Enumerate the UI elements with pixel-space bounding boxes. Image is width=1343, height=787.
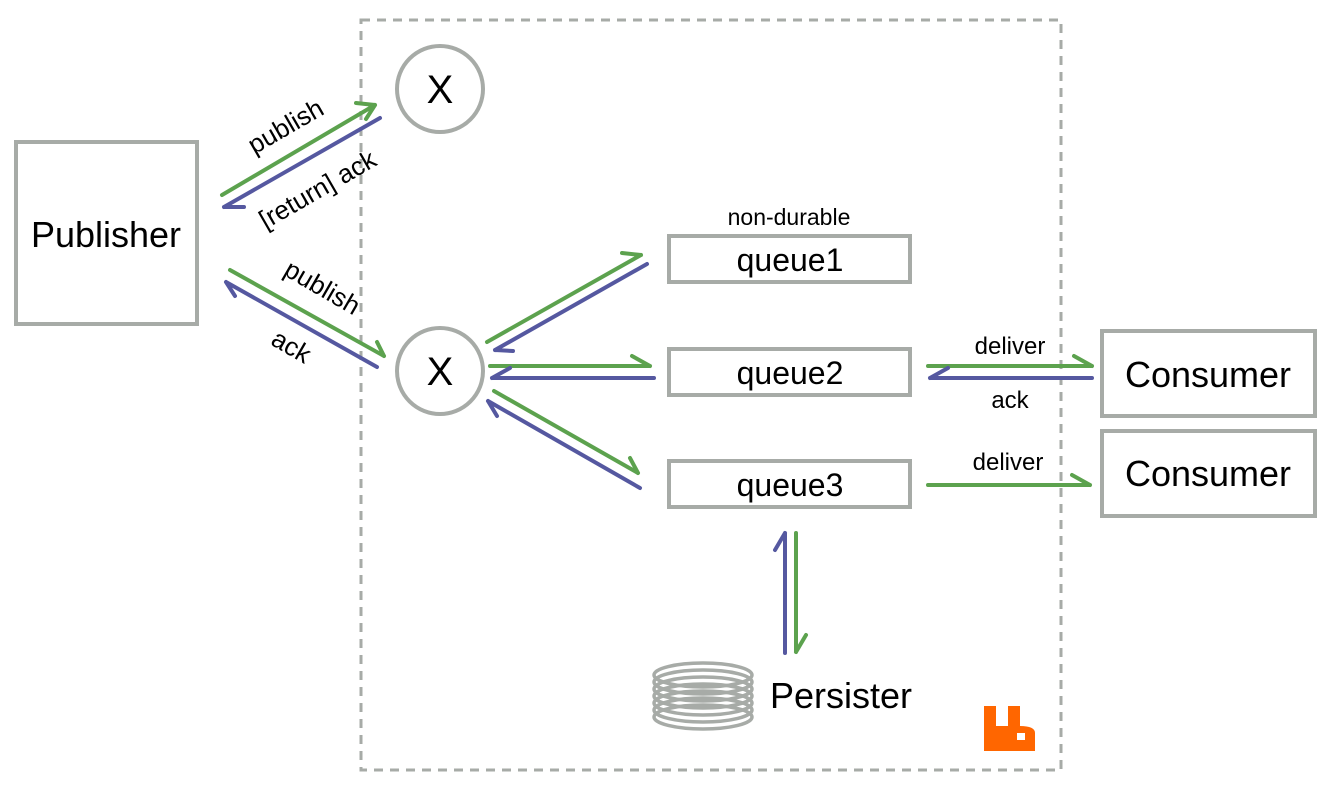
exchange-node-top: X <box>395 44 485 134</box>
ack-label-queue2: ack <box>991 387 1029 414</box>
persist-write-arrow <box>794 531 808 654</box>
deliver-label-queue2: deliver <box>975 333 1046 360</box>
disk-stack-icon <box>652 661 754 731</box>
broker-boundary <box>359 18 1063 772</box>
route-arrow-queue1 <box>485 251 643 344</box>
persister-label: Persister <box>770 675 912 716</box>
edge-queue3-persister <box>773 531 808 655</box>
queue2-node: queue2 <box>667 347 912 397</box>
edge-exchange2-queue2 <box>488 354 656 380</box>
confirm-arrow-queue3 <box>486 399 642 490</box>
queue2-label: queue2 <box>737 355 844 391</box>
queue1-durability-note: non-durable <box>728 204 851 230</box>
route-arrow-queue2 <box>488 354 652 368</box>
publish-arrow-mid <box>228 268 386 358</box>
edge-queue2-consumer1: deliver ack <box>926 333 1094 414</box>
consumer-ack-arrow <box>928 366 1094 380</box>
deliver-label-queue3: deliver <box>973 449 1044 476</box>
consumer-label-1: Consumer <box>1125 354 1291 395</box>
deliver-arrow-queue3 <box>926 473 1092 487</box>
confirm-arrow-queue2 <box>490 366 656 380</box>
edge-exchange2-queue3 <box>486 389 642 490</box>
queue3-label: queue3 <box>737 467 844 503</box>
publish-arrow-top <box>220 101 377 197</box>
return-ack-arrow <box>222 116 382 209</box>
deliver-arrow-queue2 <box>926 354 1094 368</box>
consumer-label-2: Consumer <box>1125 453 1291 494</box>
persister-node: Persister <box>652 661 912 731</box>
route-arrow-queue3 <box>492 389 640 475</box>
publish-label-top: publish <box>242 93 328 160</box>
publisher-label: Publisher <box>31 214 181 255</box>
queue3-node: queue3 <box>667 459 912 509</box>
ack-arrow-mid <box>224 280 379 369</box>
edge-publisher-exchange1: publish [return] ack <box>220 93 382 235</box>
persist-ack-arrow <box>773 531 787 655</box>
confirm-arrow-queue1 <box>493 262 649 353</box>
edge-queue3-consumer2: deliver <box>926 449 1092 487</box>
publisher-node: Publisher <box>14 140 199 326</box>
queue1-node: queue1 <box>667 234 912 284</box>
rabbitmq-logo-icon <box>984 706 1035 751</box>
edge-exchange2-queue1 <box>485 251 649 353</box>
exchange-node-mid: X <box>395 326 485 416</box>
exchange-label-top: X <box>427 68 454 112</box>
consumer-node-1: Consumer <box>1100 329 1317 418</box>
publish-label-mid: publish <box>279 254 365 321</box>
exchange-label-mid: X <box>427 350 454 394</box>
consumer-node-2: Consumer <box>1100 429 1317 518</box>
queue1-label: queue1 <box>737 242 844 278</box>
return-ack-label: [return] ack <box>254 143 382 235</box>
